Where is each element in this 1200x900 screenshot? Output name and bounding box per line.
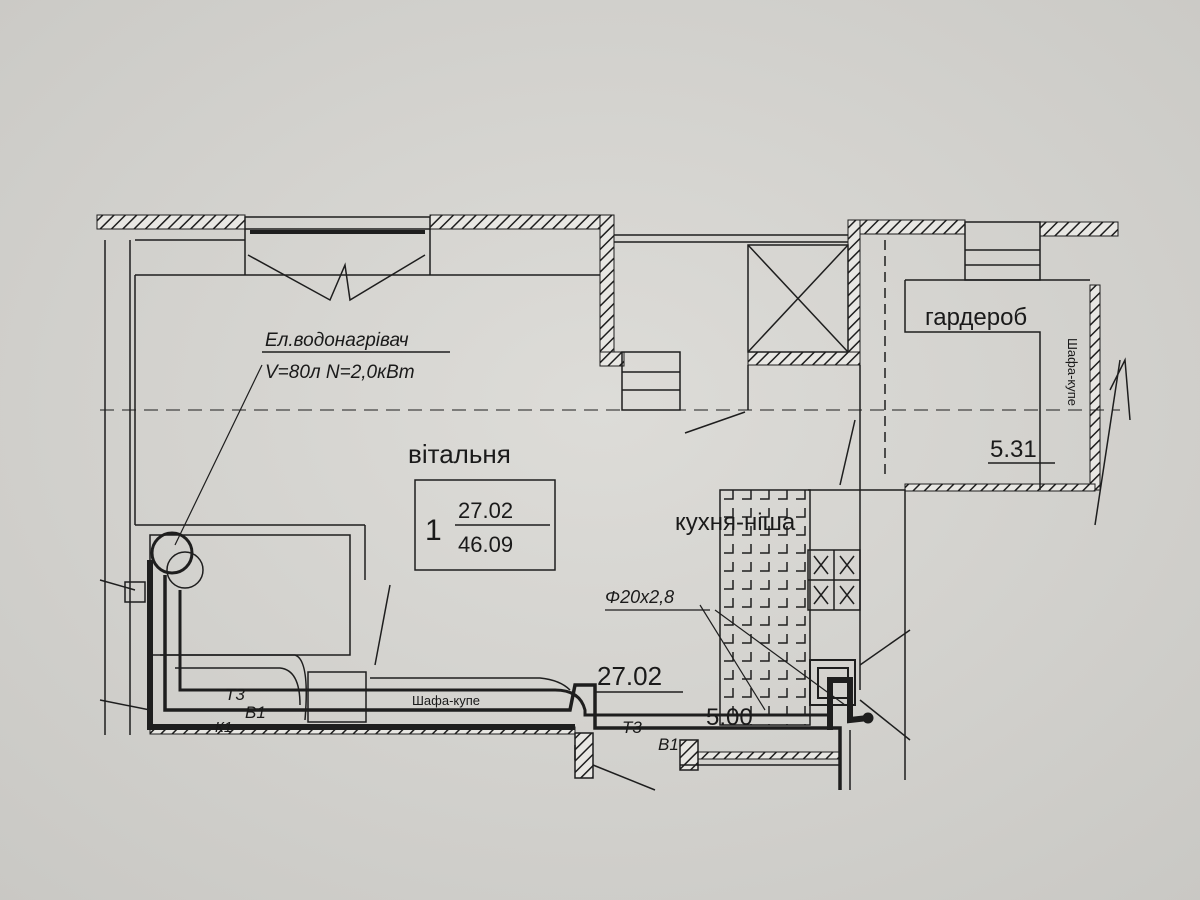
kitchen-area: 5.00 — [706, 704, 753, 731]
window-living — [135, 216, 600, 302]
living-closet-label: Шафа-купе — [412, 693, 480, 708]
room-number: 1 — [425, 514, 442, 547]
pipes — [147, 560, 874, 790]
heater-label-line1: Ел.водонагрівач — [265, 330, 409, 351]
water-heater-icon — [124, 364, 263, 603]
living-room-name: вітальня — [408, 439, 511, 469]
room-info-box — [414, 479, 556, 571]
living-area: 27.02 — [458, 498, 513, 523]
wardrobe-name: гардероб — [925, 304, 1027, 331]
total-area: 46.09 — [458, 532, 513, 557]
wardrobe-closet-label: Шафа-купе — [1065, 338, 1080, 406]
living-area-label: 27.02 — [597, 661, 662, 691]
pipe-t3-kitchen-label: Т3 — [622, 718, 642, 737]
pipe-spec-label: Φ20x2,8 — [605, 587, 674, 607]
pipe-b1-label: В1 — [245, 703, 266, 722]
wardrobe-area: 5.31 — [990, 436, 1037, 463]
heater-label-line2: V=80л N=2,0кВт — [265, 362, 415, 383]
pipe-t3-label: Т3 — [225, 685, 245, 704]
pipe-b1-kitchen-label: В1 — [658, 735, 679, 754]
stove-icon — [807, 549, 861, 611]
pipe-k1-label: К1 — [215, 719, 232, 736]
kitchen-name: кухня-ніша — [675, 509, 796, 536]
kitchen-floor-tiles — [719, 489, 811, 726]
